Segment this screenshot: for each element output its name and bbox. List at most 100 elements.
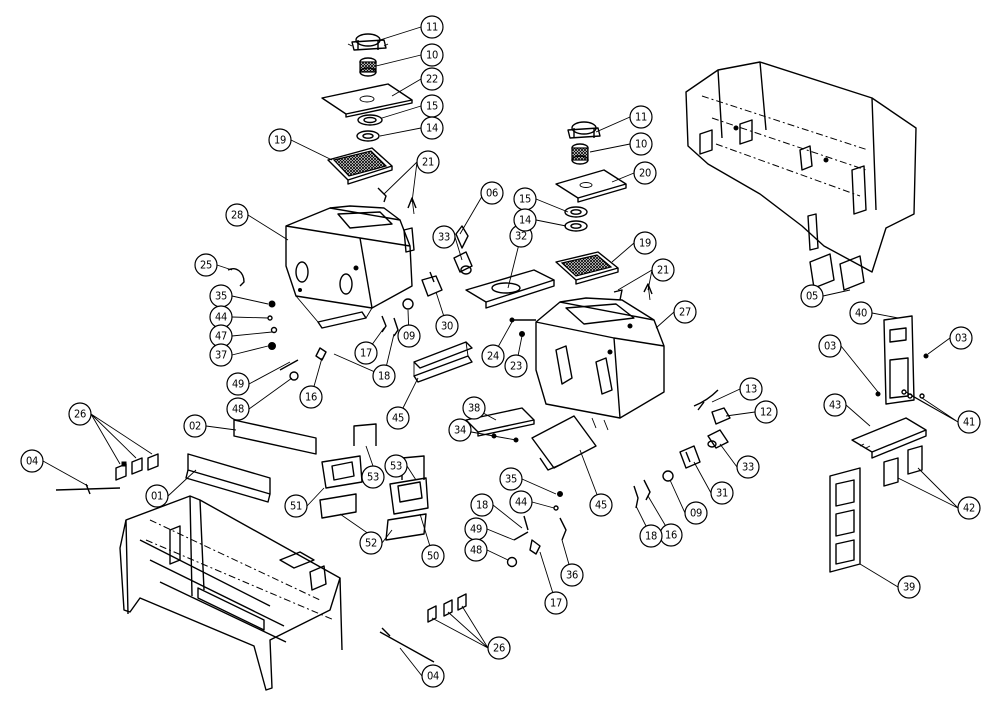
svg-text:35: 35 xyxy=(215,290,227,303)
brackets-42 xyxy=(883,445,923,487)
bracket-21-right xyxy=(613,283,653,301)
svg-text:39: 39 xyxy=(903,581,915,594)
svg-text:40: 40 xyxy=(855,307,867,320)
svg-text:42: 42 xyxy=(963,502,975,515)
callout-18-right: 18 xyxy=(639,524,663,548)
bracket-31 xyxy=(679,445,701,469)
callout-05: 05 xyxy=(800,284,824,308)
callout-50: 50 xyxy=(421,544,445,568)
svg-text:15: 15 xyxy=(519,193,531,206)
callout-16-left: 16 xyxy=(299,385,323,409)
rail-01 xyxy=(185,453,271,503)
hopper-box-left xyxy=(285,205,415,329)
gasket-right xyxy=(564,206,588,218)
svg-text:15: 15 xyxy=(426,100,438,113)
callout-19-left: 19 xyxy=(268,128,292,152)
svg-text:03: 03 xyxy=(824,340,836,353)
ladder-frame-40 xyxy=(883,315,915,405)
callout-19-right: 19 xyxy=(633,231,657,255)
part-06 xyxy=(455,225,469,249)
vent-cap-right xyxy=(567,121,601,139)
hook-16-right xyxy=(643,479,651,501)
pads-52 xyxy=(319,493,427,541)
hopper-box-right xyxy=(535,297,665,431)
svg-text:16: 16 xyxy=(665,529,677,542)
part-23 xyxy=(519,331,525,337)
svg-text:17: 17 xyxy=(550,597,562,610)
callout-14-left: 14 xyxy=(420,116,444,140)
svg-text:02: 02 xyxy=(189,420,201,433)
callout-38: 38 xyxy=(462,396,486,420)
callout-34: 34 xyxy=(448,418,472,442)
callout-11-top-left: 11 xyxy=(420,15,444,39)
svg-text:11: 11 xyxy=(426,21,438,34)
svg-text:17: 17 xyxy=(360,347,372,360)
svg-text:14: 14 xyxy=(426,122,438,135)
pins-03 xyxy=(875,353,929,397)
callout-45-left: 45 xyxy=(386,406,410,430)
callout-12: 12 xyxy=(754,400,778,424)
svg-text:37: 37 xyxy=(215,349,227,362)
svg-text:44: 44 xyxy=(515,496,527,509)
rail-02 xyxy=(233,419,317,455)
callout-44-center: 44 xyxy=(509,490,533,514)
svg-text:53: 53 xyxy=(367,471,379,484)
callout-40: 40 xyxy=(849,301,873,325)
svg-text:25: 25 xyxy=(200,259,212,272)
rod-24 xyxy=(509,317,536,323)
svg-text:26: 26 xyxy=(74,408,86,421)
callout-04-right: 04 xyxy=(421,664,445,688)
svg-text:53: 53 xyxy=(390,460,402,473)
callout-48-center: 48 xyxy=(464,538,488,562)
bolts-left xyxy=(267,271,443,381)
svg-text:44: 44 xyxy=(215,311,227,324)
callout-53-left: 53 xyxy=(361,465,385,489)
svg-text:33: 33 xyxy=(742,461,754,474)
svg-text:24: 24 xyxy=(487,350,499,363)
panels-05 xyxy=(809,253,865,291)
hose-13 xyxy=(693,389,719,411)
svg-text:47: 47 xyxy=(215,330,227,343)
tray-32 xyxy=(465,269,555,309)
svg-text:51: 51 xyxy=(290,500,302,513)
svg-text:21: 21 xyxy=(422,156,434,169)
handle-53-left xyxy=(353,423,377,446)
svg-text:34: 34 xyxy=(454,424,466,437)
filter-screen-right xyxy=(555,251,619,285)
callout-49-left: 49 xyxy=(226,372,250,396)
svg-text:03: 03 xyxy=(955,332,967,345)
vent-collar-left xyxy=(359,57,377,77)
leader-lines xyxy=(42,26,959,677)
filter-screen-left xyxy=(327,147,393,185)
latch-12 xyxy=(711,407,731,425)
callout-13: 13 xyxy=(739,377,763,401)
part-33-left xyxy=(453,251,473,275)
callout-20: 20 xyxy=(633,161,657,185)
vent-plate-left xyxy=(321,83,413,118)
svg-text:48: 48 xyxy=(470,544,482,557)
svg-text:41: 41 xyxy=(963,416,975,429)
part-33-right xyxy=(707,429,729,449)
svg-text:04: 04 xyxy=(26,455,38,468)
clamps-26-left xyxy=(115,453,159,481)
callout-43: 43 xyxy=(823,393,847,417)
callout-04-left: 04 xyxy=(20,449,44,473)
callout-33-left: 33 xyxy=(432,225,456,249)
callout-10-top-left: 10 xyxy=(420,43,444,67)
callout-21-left: 21 xyxy=(416,150,440,174)
svg-text:09: 09 xyxy=(690,507,702,520)
ring-left xyxy=(356,130,380,142)
plate-45-right xyxy=(531,415,597,471)
callout-30: 30 xyxy=(435,314,459,338)
callout-42: 42 xyxy=(957,496,981,520)
callout-02: 02 xyxy=(183,414,207,438)
callout-18-left: 18 xyxy=(372,364,396,388)
svg-text:10: 10 xyxy=(635,138,647,151)
svg-text:49: 49 xyxy=(470,523,482,536)
callout-24: 24 xyxy=(481,344,505,368)
callout-03-right: 03 xyxy=(949,326,973,350)
svg-text:13: 13 xyxy=(745,383,757,396)
svg-text:45: 45 xyxy=(595,499,607,512)
callout-26-right: 26 xyxy=(487,636,511,660)
